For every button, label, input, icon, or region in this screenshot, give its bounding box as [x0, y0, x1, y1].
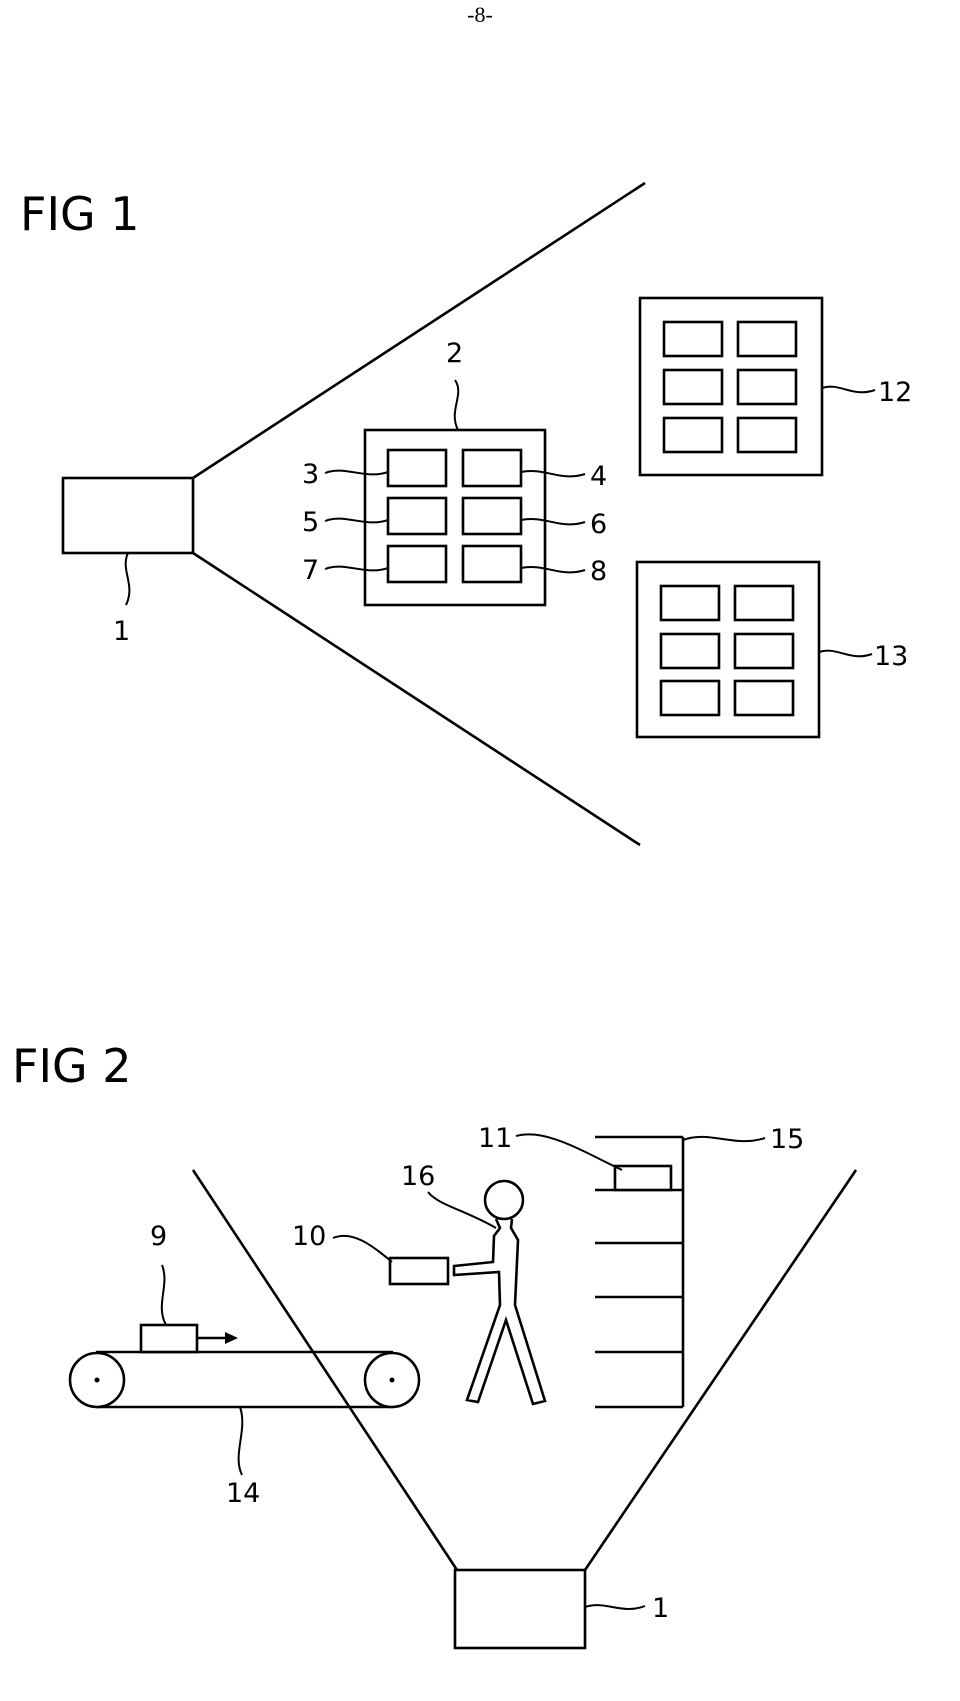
fig2-leader-10: [332, 1234, 393, 1263]
fig1-label-2: 2: [446, 338, 463, 369]
fig2-fov-left-line: [191, 1169, 459, 1571]
fig1-shelf-12-slot: [662, 368, 724, 406]
fig1-shelf-12-slot: [662, 416, 724, 454]
fig1-shelf-12-slot: [662, 320, 724, 358]
fig1-shelf-13-slot: [659, 679, 721, 717]
fig1-leader-8: [520, 566, 586, 574]
fig1-title: FIG 1: [20, 187, 140, 241]
fig1-label-8: 8: [590, 556, 607, 587]
fig1-shelf-13-slot: [659, 584, 721, 622]
fig2-label-15: 15: [770, 1124, 804, 1155]
fig2-person-body: [452, 1218, 547, 1406]
fig2-fov-right-line: [583, 1169, 858, 1571]
fig1-label-5: 5: [302, 507, 319, 538]
fig1-leader-3: [324, 469, 389, 476]
fig1-shelf-13-slot: [733, 584, 795, 622]
fig2-label-16: 16: [401, 1161, 435, 1192]
fig1-leader-6: [520, 518, 586, 526]
fig1-leader-7: [324, 565, 389, 572]
fig1-slot-5: [386, 496, 448, 536]
fig2-leader-14: [237, 1406, 244, 1476]
fig2-item-on-conveyor: [139, 1323, 199, 1354]
figure-2: FIG 2 1 14 9 16 10: [12, 1039, 858, 1650]
fig2-leader-16: [427, 1191, 497, 1229]
fig2-camera: [453, 1568, 587, 1650]
fig2-person: [452, 1179, 547, 1406]
fig1-shelf-13-slot: [659, 632, 721, 670]
fig2-item-on-rack: [613, 1164, 673, 1192]
fig1-shelf-12-slot: [736, 416, 798, 454]
fig1-leader-5: [324, 517, 389, 524]
fig1-label-3: 3: [302, 459, 319, 490]
fig2-label-9: 9: [150, 1221, 167, 1252]
fig1-shelf-13-slot: [733, 632, 795, 670]
fig2-leader-9: [160, 1264, 167, 1326]
fig1-label-12: 12: [878, 377, 912, 408]
fig2-person-head: [483, 1179, 525, 1221]
fig2-leader-15: [682, 1135, 766, 1143]
fig1-shelf-13-slot: [733, 679, 795, 717]
fig1-slot-8: [461, 544, 523, 584]
fig1-slot-7: [386, 544, 448, 584]
fig1-slot-4: [461, 448, 523, 488]
fig1-leader-13: [818, 649, 873, 658]
fig2-camera-leader: [584, 1604, 646, 1610]
fig1-shelf-leader: [453, 379, 460, 431]
fig1-shelf-12-slot: [736, 320, 798, 358]
fig1-slot-3: [386, 448, 448, 488]
fig2-conveyor-right-axle: [389, 1377, 395, 1383]
fig2-item-in-hand: [388, 1256, 450, 1286]
fig2-leader-11: [515, 1133, 623, 1171]
fig1-slot-6: [461, 496, 523, 536]
fig2-label-10: 10: [292, 1221, 326, 1252]
fig1-camera: [61, 476, 195, 555]
fig1-leader-4: [520, 470, 586, 478]
page-number: -8-: [467, 2, 493, 27]
fig2-label-1: 1: [652, 1593, 669, 1624]
fig1-fov-lower-line: [192, 551, 641, 847]
fig1-camera-leader: [124, 552, 131, 606]
fig1-shelf-12-slot: [736, 368, 798, 406]
fig1-label-13: 13: [874, 641, 908, 672]
fig1-leader-12: [821, 385, 876, 394]
fig1-label-4: 4: [590, 461, 607, 492]
fig1-label-1: 1: [113, 616, 130, 647]
fig2-label-11: 11: [478, 1123, 512, 1154]
figure-1: FIG 1 1 2 3 4 5 6 7 8: [20, 181, 912, 847]
fig1-label-7: 7: [302, 555, 319, 586]
fig2-conveyor-left-axle: [94, 1377, 100, 1383]
fig2-direction-arrow-head: [225, 1332, 238, 1344]
fig2-title: FIG 2: [12, 1039, 132, 1093]
fig1-fov-upper-line: [192, 181, 646, 480]
fig1-label-6: 6: [590, 509, 607, 540]
fig2-label-14: 14: [226, 1478, 260, 1509]
